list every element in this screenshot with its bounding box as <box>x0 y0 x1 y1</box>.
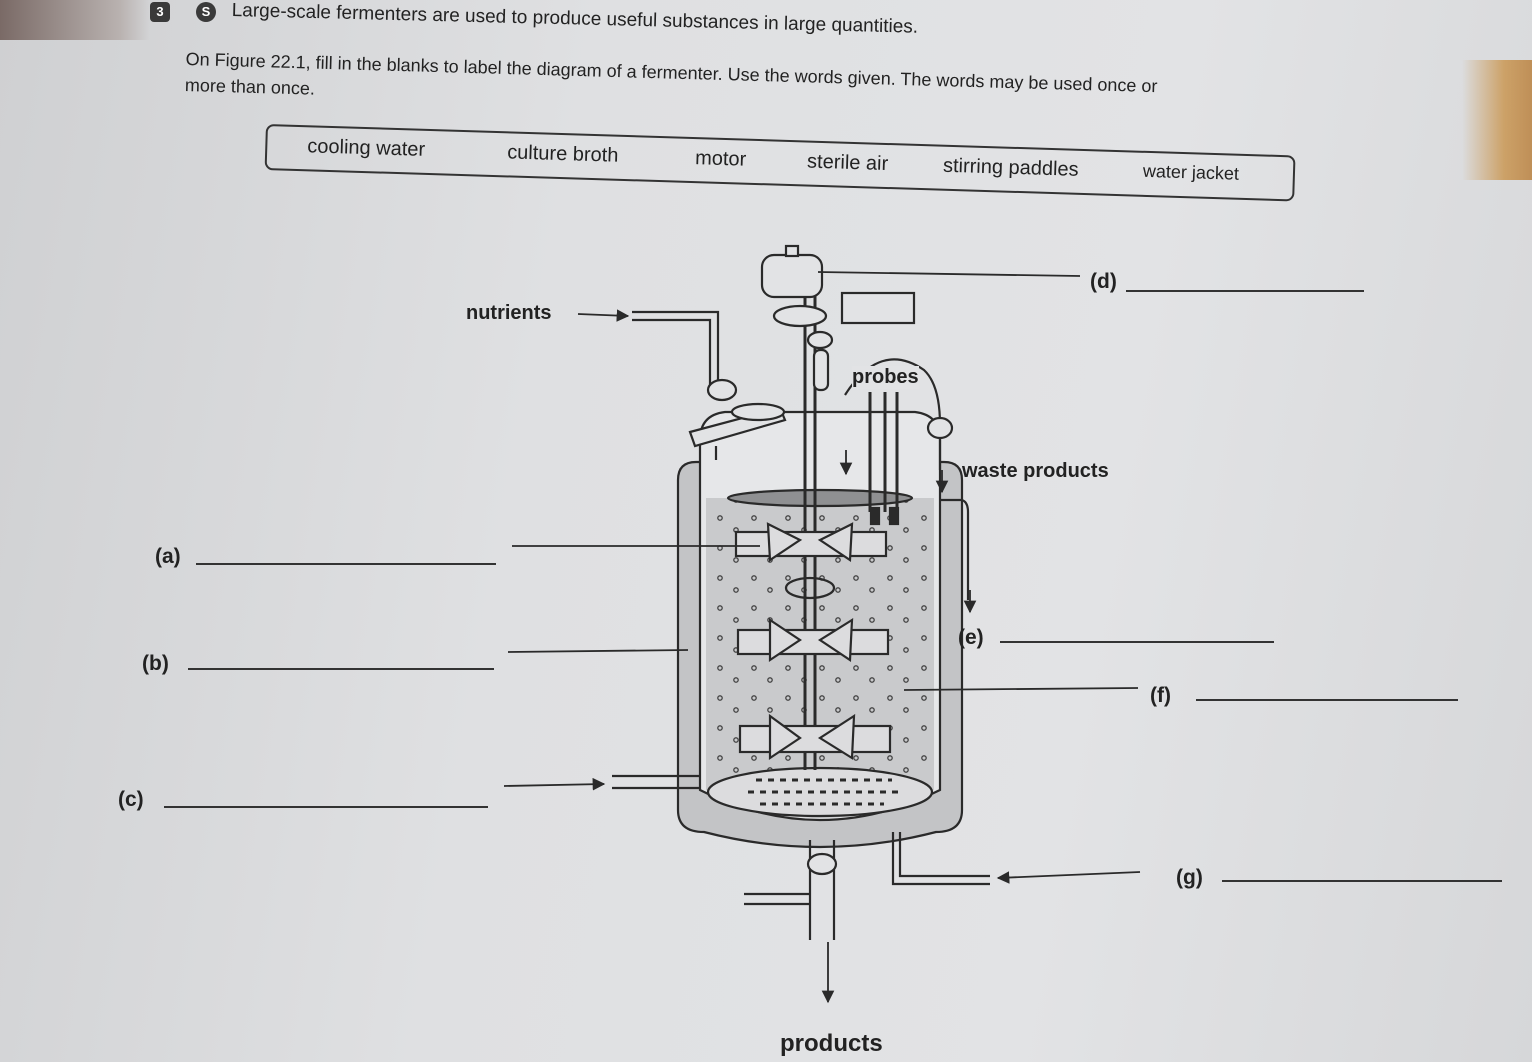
stirring-paddles <box>734 522 892 761</box>
answer-blank-d[interactable] <box>1126 290 1364 292</box>
answer-blank-b[interactable] <box>188 668 494 670</box>
air-inlet-pipe <box>612 774 700 790</box>
label-b: (b) <box>142 652 169 675</box>
probes-label: probes <box>852 366 919 389</box>
label-f: (f) <box>1150 684 1171 707</box>
label-e: (e) <box>958 626 984 649</box>
answer-blank-f[interactable] <box>1196 699 1458 701</box>
motor-unit <box>760 253 824 299</box>
label-a: (a) <box>155 545 181 568</box>
answer-blank-g[interactable] <box>1222 880 1502 882</box>
jacket-inlet-pipe <box>891 832 990 886</box>
label-g: (g) <box>1176 866 1203 889</box>
page-corner-shadow <box>0 0 150 40</box>
answer-blank-e[interactable] <box>1000 641 1274 643</box>
page-edge-shadow <box>1462 60 1532 180</box>
answer-blank-c[interactable] <box>164 806 488 808</box>
label-c: (c) <box>118 788 144 811</box>
nutrients-label: nutrients <box>466 302 552 324</box>
products-label: products <box>780 1030 883 1057</box>
probes-group <box>868 392 900 526</box>
label-d: (d) <box>1090 270 1117 293</box>
product-outlet-pipe <box>808 840 836 940</box>
question-number-badge: 3 <box>150 2 170 22</box>
waste-products-label: waste products <box>962 460 1109 482</box>
nutrients-inlet-pipe <box>632 310 720 385</box>
answer-blank-a[interactable] <box>196 563 496 565</box>
skill-badge-icon: S <box>196 2 216 22</box>
jacket-outlet-pipe <box>940 498 970 600</box>
